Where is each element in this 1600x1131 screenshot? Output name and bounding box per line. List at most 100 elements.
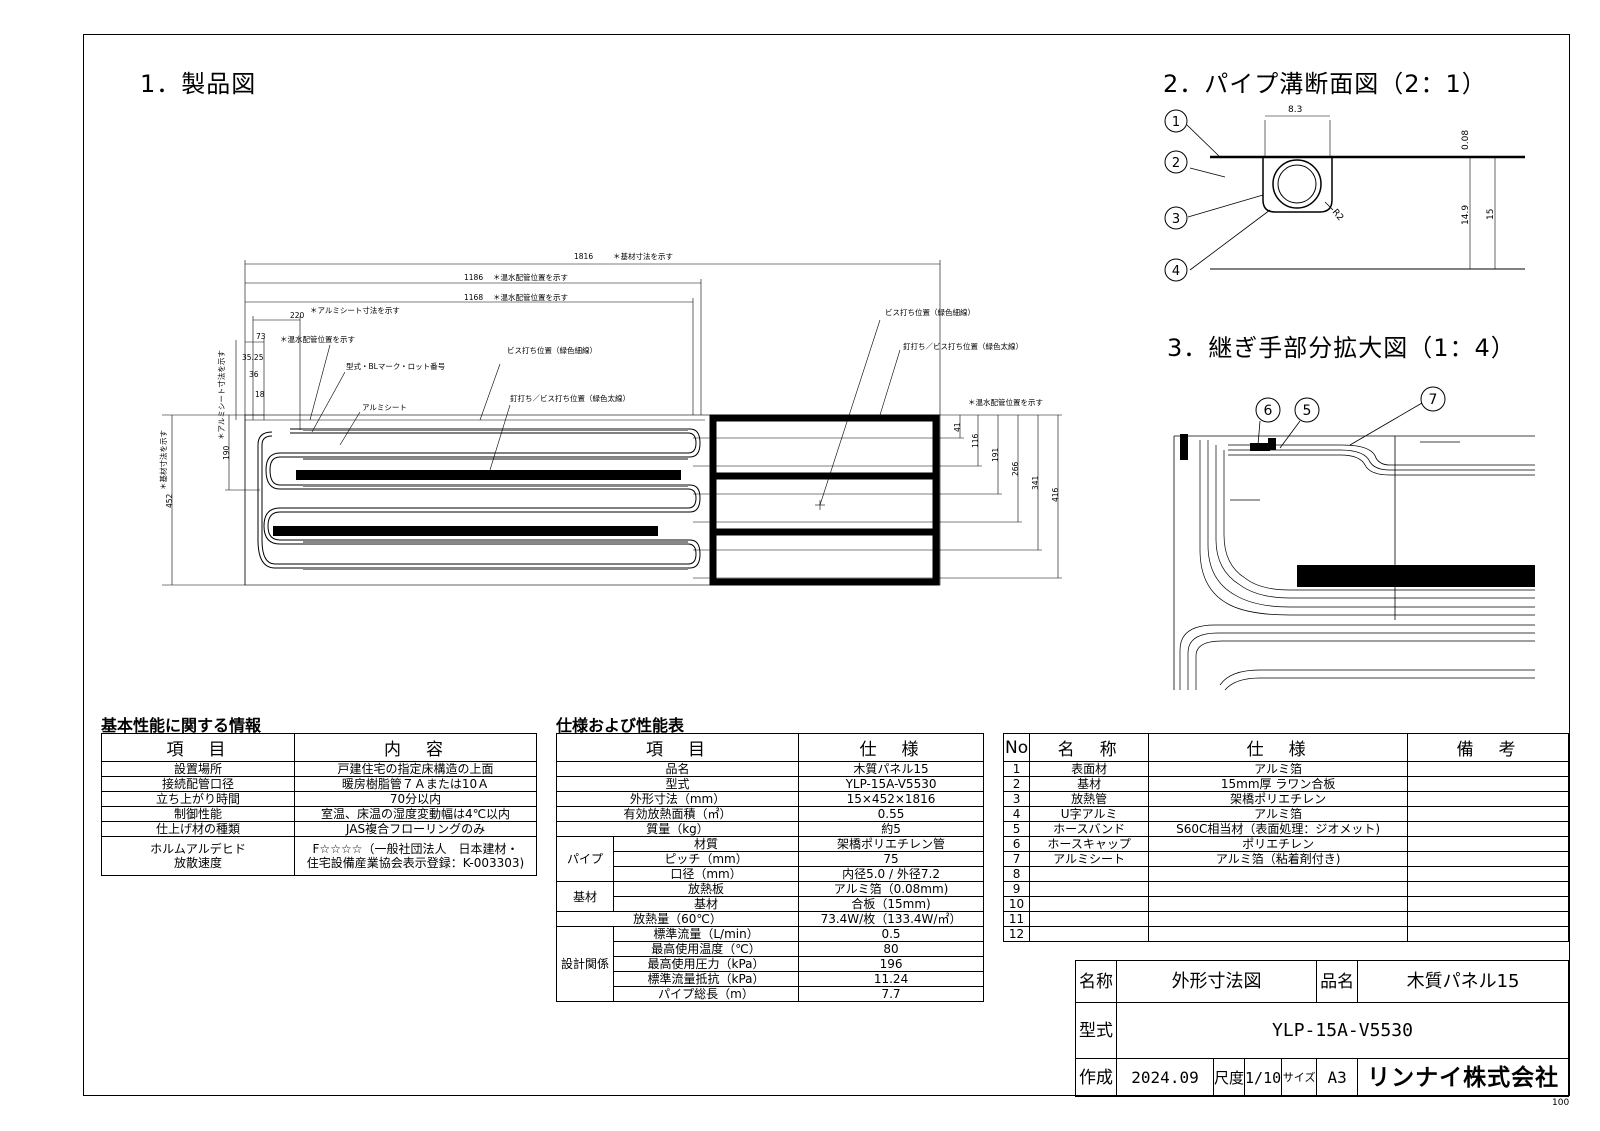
table-row: 8 [1002, 866, 1569, 882]
table-row: 外形寸法（mm）15×452×1816 [555, 791, 984, 807]
note-model-mark: 型式・BLマーク・ロット番号 [346, 361, 445, 371]
table-row: 接続配管口径暖房樹脂管７Ａまたは10Ａ [101, 776, 537, 792]
note-pipe-pos-2: ＊温水配管位置を示す [493, 292, 568, 302]
note-nail-thick-right: 釘打ち／ビス打ち位置（緑色太線） [903, 341, 1023, 351]
title-product-value: 木質パネル15 [1357, 960, 1569, 1003]
title-made-label: 作成 [1075, 1058, 1117, 1097]
balloon-5: 5 [1303, 403, 1312, 419]
title-size: A3 [1316, 1058, 1359, 1097]
table-row: 10 [1002, 896, 1569, 912]
dim-1186: 1186 [464, 273, 483, 282]
dim-0-08: 0.08 [1461, 130, 1471, 150]
dim-191: 191 [991, 447, 1000, 462]
dim-341: 341 [1031, 475, 1040, 490]
table-row: 有効放熱面積（㎡）0.55 [555, 806, 984, 822]
note-alu-size: ＊アルミシート寸法を示す [310, 305, 400, 315]
table-row: 制御性能室温、床温の湿度変動幅は4℃以内 [101, 806, 537, 822]
note-alu-size-vertical: ＊アルミシート寸法を示す [216, 350, 226, 440]
note-alu-sheet: アルミシート [362, 403, 407, 412]
section-title-product: 1．製品図 [140, 70, 257, 98]
drawing-frame [83, 34, 1570, 1096]
spec-header-spec: 仕 様 [798, 733, 984, 762]
note-base-size: ＊基材寸法を示す [613, 251, 673, 261]
spec-title: 仕様および性能表 [556, 716, 685, 735]
table-row: 品名木質パネル15 [555, 761, 984, 777]
basic-perf-title: 基本性能に関する情報 [101, 716, 262, 735]
note-nail-thick: 釘打ち／ビス打ち位置（緑色太線） [510, 393, 630, 403]
title-model-value: YLP-15A-V5530 [1116, 1002, 1569, 1059]
balloon-4: 4 [1172, 264, 1180, 279]
dim-3525: 35.25 [242, 353, 264, 362]
dim-15: 15 [1486, 209, 1496, 220]
note-screw-thin-right: ビス打ち位置（緑色細線） [885, 307, 975, 317]
section-title-pipe: 2．パイプ溝断面図（2：1） [1163, 70, 1487, 98]
title-model-label: 型式 [1075, 1002, 1117, 1059]
dim-220: 220 [290, 311, 305, 320]
dim-190: 190 [222, 445, 231, 460]
parts-header-no: No [1002, 733, 1031, 762]
dim-116: 116 [971, 433, 980, 448]
title-block: 名称 外形寸法図 品名 木質パネル15 型式 YLP-15A-V5530 作成 … [1075, 960, 1569, 1097]
dim-36: 36 [249, 370, 259, 379]
dim-total: 1816 [574, 252, 593, 261]
dim-r2: R2 [1330, 208, 1345, 224]
basic-perf-table: 項 目 内 容 設置場所戸建住宅の指定床構造の上面 接続配管口径暖房樹脂管７Ａま… [101, 733, 537, 876]
table-row: 基材放熱板アルミ箔（0.08mm) [556, 881, 984, 912]
dim-1168: 1168 [464, 293, 483, 302]
note-pipe-pos-small: ＊温水配管位置を示す [280, 334, 355, 344]
title-name-value: 外形寸法図 [1115, 960, 1318, 1003]
table-row: 設置場所戸建住宅の指定床構造の上面 [101, 761, 537, 777]
table-row: 標準流量抵抗（kPa）11.24 [557, 971, 984, 987]
title-scale-label: 尺度 [1212, 1058, 1246, 1097]
title-name-label: 名称 [1075, 960, 1117, 1003]
balloon-3: 3 [1172, 212, 1180, 227]
balloon-2: 2 [1172, 156, 1180, 171]
table-row: 放熱量（60℃）73.4W/枚（133.4W/㎡） [555, 911, 984, 927]
pipe-section-drawing: 8.3 0.08 14.9 15 R2 1 2 3 4 [1164, 105, 1525, 282]
parts-header-remarks: 備 考 [1407, 733, 1569, 762]
parts-header-name: 名 称 [1029, 733, 1150, 762]
parts-header-spec: 仕 様 [1148, 733, 1409, 762]
dim-14-9: 14.9 [1461, 205, 1471, 225]
table-row: 12 [1002, 926, 1569, 942]
table-row: パイプ材質架橋ポリエチレン管 [556, 836, 984, 882]
corner-code: 100 [1552, 1098, 1570, 1108]
table-row: 最高使用温度（℃）80 [557, 941, 984, 957]
dim-266: 266 [1011, 461, 1020, 476]
section-title-joint: 3．継ぎ手部分拡大図（1：4） [1167, 334, 1516, 362]
title-scale: 1/10 [1244, 1058, 1283, 1097]
table-row: 9 [1002, 881, 1569, 897]
title-date: 2024.09 [1116, 1058, 1214, 1097]
note-base-size-vertical: ＊基材寸法を示す [158, 430, 168, 490]
dim-73: 73 [256, 332, 266, 341]
dim-41: 41 [953, 422, 962, 432]
note-pipe-pos-right: ＊温水配管位置を示す [968, 397, 1043, 407]
note-screw-thin: ビス打ち位置（緑色細線） [507, 345, 597, 355]
dim-8-3: 8.3 [1288, 105, 1302, 115]
dim-452: 452 [165, 493, 174, 508]
balloon-1: 1 [1172, 115, 1180, 130]
table-row: パイプ総長（m）7.7 [557, 986, 984, 1002]
note-pipe-pos: ＊温水配管位置を示す [493, 272, 568, 282]
table-row: 最高使用圧力（kPa）196 [557, 956, 984, 972]
table-row: 口径（mm）内径5.0 / 外径7.2 [557, 866, 984, 882]
table-row: 基材合板（15mm) [557, 896, 984, 912]
table-row: ピッチ（mm）75 [557, 851, 984, 867]
product-drawing: 1816 ＊基材寸法を示す 1186 ＊温水配管位置を示す 1168 ＊温水配管… [158, 251, 1062, 586]
company-logo: リンナイ株式会社 [1357, 1058, 1569, 1097]
table-row: 質量（kg）約5 [555, 821, 984, 837]
dim-18: 18 [255, 390, 265, 399]
table-row: ホルムアルデヒド放散速度 F☆☆☆☆（一般社団法人 日本建材・住宅設備産業協会表… [101, 836, 537, 876]
